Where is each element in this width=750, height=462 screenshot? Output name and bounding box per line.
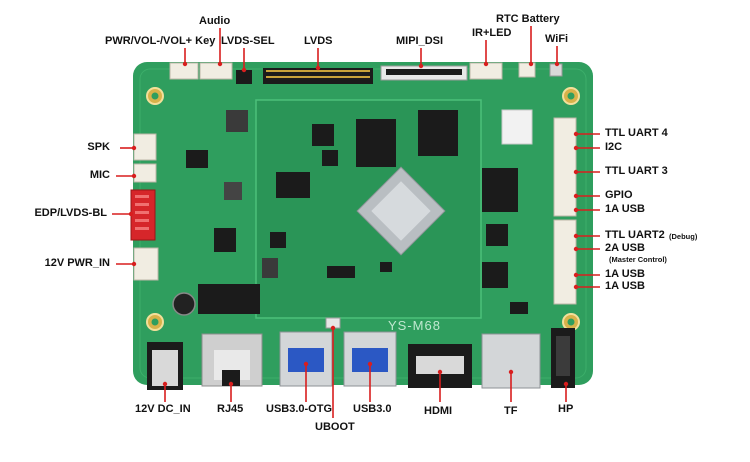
label-lvds-sel: LVDS-SEL — [221, 35, 275, 47]
edp-connector — [130, 189, 156, 241]
pointer-lines — [112, 26, 600, 418]
label-gpio: GPIO — [605, 189, 633, 201]
mic-connector — [133, 163, 157, 183]
label-usb1a-2: 1A USB — [605, 268, 645, 280]
label-uart2: TTL UART2 — [605, 229, 665, 241]
label-uboot: UBOOT — [315, 421, 355, 433]
label-wifi: WiFi — [545, 33, 569, 45]
label-mic: MIC — [89, 169, 110, 181]
label-usb1a-3: 1A USB — [605, 280, 645, 292]
label-pwr-key: PWR/VOL-/VOL+ Key — [105, 35, 216, 47]
board-silkscreen: YS-M68 — [388, 318, 441, 333]
right-header-2 — [553, 219, 577, 305]
label-audio: Audio — [199, 15, 231, 27]
label-lvds: LVDS — [304, 35, 333, 47]
label-usb2a-note: (Master Control) — [609, 255, 667, 264]
wifi-module — [501, 109, 533, 145]
emmc-chip — [276, 172, 310, 198]
rtc-battery-connector — [518, 62, 536, 78]
lvds-sel-jumper — [236, 70, 252, 84]
label-mipi-dsi: MIPI_DSI — [396, 35, 444, 47]
label-edp: EDP/LVDS-BL — [34, 207, 107, 219]
label-rj45: RJ45 — [217, 403, 244, 415]
ram-chip-2 — [418, 110, 458, 156]
capacitor — [172, 292, 196, 316]
pwr-in-connector — [133, 247, 159, 281]
label-ir-led: IR+LED — [472, 27, 512, 39]
audio-connector — [199, 62, 233, 80]
right-header-1 — [553, 117, 577, 217]
spk-connector — [133, 133, 157, 161]
label-usb2a: 2A USB — [605, 242, 645, 254]
pointer-dots — [128, 61, 579, 387]
label-hdmi: HDMI — [424, 405, 453, 417]
mounting-holes — [146, 87, 580, 331]
label-uart2-note: (Debug) — [669, 232, 698, 241]
label-usb1a-1: 1A USB — [605, 203, 645, 215]
label-spk: SPK — [87, 141, 110, 153]
label-tf: TF — [504, 405, 518, 417]
ram-chip-3 — [312, 124, 334, 146]
label-rtc-battery: RTC Battery — [496, 13, 560, 25]
label-dc-in: 12V DC_IN — [135, 403, 191, 415]
ethernet-chip — [198, 284, 260, 314]
label-uart3: TTL UART 3 — [605, 165, 668, 177]
label-uart4: TTL UART 4 — [605, 127, 668, 139]
label-usb30: USB3.0 — [353, 403, 392, 415]
label-i2c: I2C — [605, 141, 623, 153]
label-pwr-in: 12V PWR_IN — [44, 257, 110, 269]
ram-chip-1 — [356, 119, 396, 167]
chip-left-1 — [226, 110, 248, 132]
label-usb-otg: USB3.0-OTG — [266, 403, 333, 415]
label-hp: HP — [558, 403, 574, 415]
